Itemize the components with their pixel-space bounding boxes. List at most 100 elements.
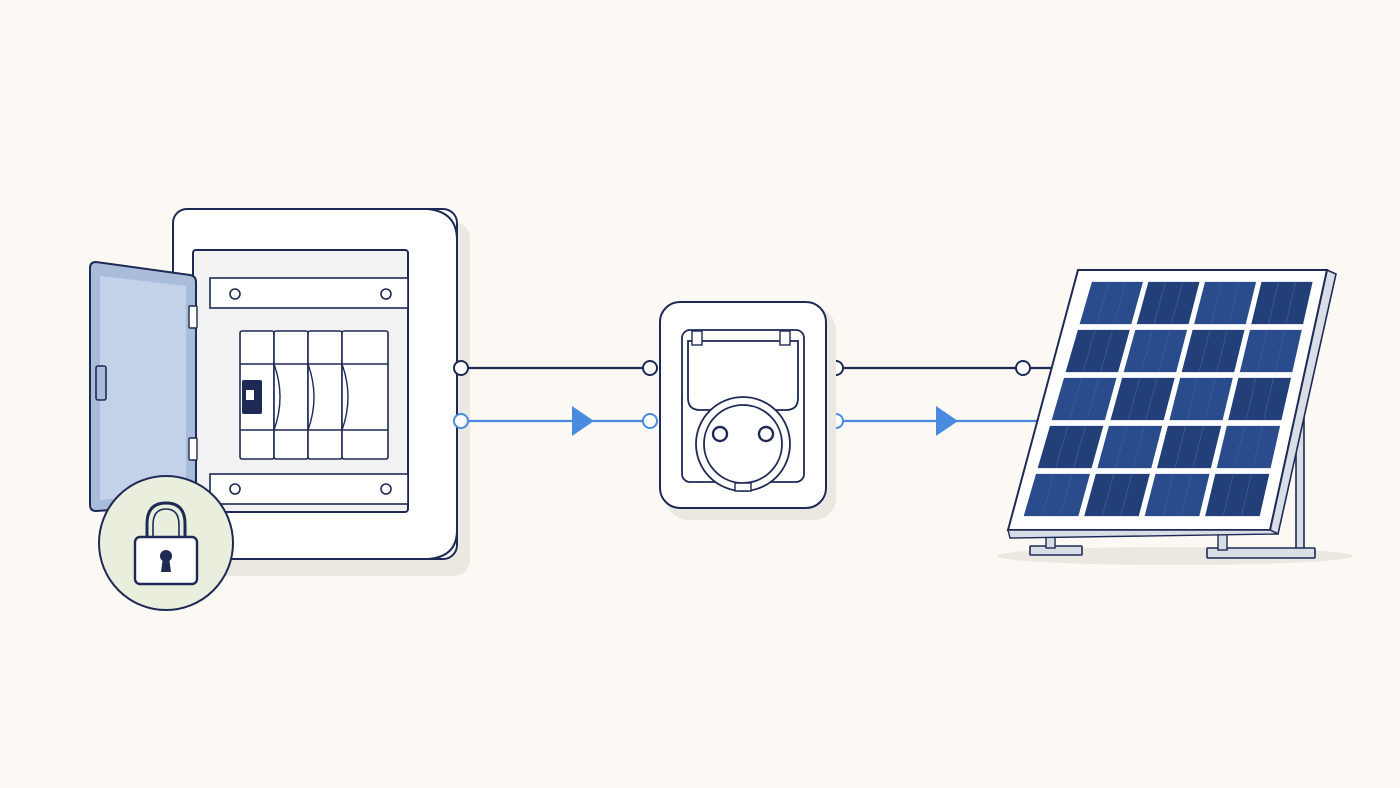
solar-cell-line [1180, 473, 1192, 517]
door-hinge-top [188, 305, 198, 329]
solar-cells [1023, 281, 1313, 517]
breaker-box-top-rail [209, 277, 409, 309]
breaker-box-bottom-rail [209, 473, 409, 505]
socket-pin-hole-right [757, 425, 775, 443]
solar-cell [1194, 281, 1257, 325]
solar-cell-line [1222, 473, 1234, 517]
solar-cell-line [1041, 473, 1055, 517]
socket-lid-clip [691, 330, 703, 346]
breaker-module [273, 330, 309, 460]
breaker-module [341, 330, 389, 460]
solar-cell-line [1082, 329, 1096, 373]
padlock-shackle-inner [152, 508, 180, 537]
breaker-module-curves [273, 363, 349, 431]
socket-lid[interactable] [687, 340, 799, 411]
solar-cell-line [1268, 281, 1279, 325]
screw-bottom-left [229, 483, 241, 495]
solar-cell-line [1252, 425, 1263, 469]
schuko-socket-icon [659, 301, 836, 520]
padlock-shackle [145, 501, 187, 537]
wire-node [1015, 360, 1031, 376]
solar-cell-line [1120, 473, 1133, 517]
solar-cell [1079, 281, 1143, 325]
padlock-badge [98, 475, 234, 611]
solar-cell-line [1204, 377, 1216, 421]
power-flow-lines [466, 406, 1040, 436]
socket-outlet [703, 404, 783, 484]
triangle-arrow-icon [936, 406, 958, 436]
solar-cell-line [1100, 329, 1113, 373]
solar-cell-line [1086, 377, 1100, 421]
solar-cell-line [1198, 329, 1211, 373]
solar-cell [1228, 377, 1291, 421]
breaker-modules [239, 330, 389, 460]
triangle-arrow-icon [572, 406, 594, 436]
solar-cell-line [1069, 377, 1082, 421]
solar-cell [1136, 281, 1200, 325]
solar-cell-line [1127, 377, 1141, 421]
solar-cell-line [1210, 281, 1223, 325]
door-handle[interactable] [95, 365, 107, 401]
solar-stand-foot-front [1029, 545, 1083, 556]
breaker-box-side [427, 208, 458, 560]
solar-stand-foot-back [1206, 547, 1316, 559]
solar-cell-line [1174, 425, 1187, 469]
solar-cell-line [1073, 425, 1086, 469]
solar-cell-line [1228, 281, 1240, 325]
solar-cell-line [1263, 377, 1274, 421]
solar-cell-line [1186, 377, 1199, 421]
solar-cell-line [1241, 473, 1252, 517]
solar-cell-line [1285, 281, 1296, 325]
solar-cell [1205, 473, 1270, 517]
solar-cell-line [1245, 377, 1257, 421]
solar-cell-line [1153, 281, 1166, 325]
socket-lid-clip [779, 330, 791, 346]
solar-cell-line [1055, 425, 1069, 469]
solar-cell-line [1114, 425, 1128, 469]
solar-cell-line [1162, 473, 1174, 517]
solar-cell-line [1059, 473, 1073, 517]
solar-cell [1157, 425, 1222, 469]
solar-cell-line [1113, 281, 1127, 325]
screw-top-left [229, 288, 241, 300]
socket-pin-hole-left [711, 425, 729, 443]
screw-top-right [380, 288, 392, 300]
solar-cell [1065, 329, 1130, 373]
solar-cell-line [1096, 281, 1110, 325]
solar-cell-line [1234, 425, 1245, 469]
solar-frame-bottom-edge [1007, 529, 1279, 539]
breaker-box-door[interactable] [89, 260, 198, 513]
flow-node [453, 413, 469, 429]
solar-cell [1239, 329, 1302, 373]
solar-cell-line [1158, 329, 1171, 373]
connector-nodes [453, 360, 1031, 429]
solar-cell [1097, 425, 1163, 469]
solar-cell [1123, 329, 1188, 373]
solar-cell-line [1170, 281, 1183, 325]
solar-cell [1110, 377, 1175, 421]
screw-bottom-right [380, 483, 392, 495]
solar-cell [1084, 473, 1150, 517]
solar-cell-line [1132, 425, 1145, 469]
wire-node [642, 360, 658, 376]
solar-cell-line [1140, 329, 1153, 373]
solar-cell [1216, 425, 1281, 469]
solar-cell [1181, 329, 1245, 373]
solar-cell-line [1102, 473, 1115, 517]
socket-ground-clip [734, 482, 752, 492]
padlock-icon [133, 501, 199, 586]
door-inner-panel [100, 276, 186, 500]
breaker-module [307, 330, 343, 460]
solar-cell [1251, 281, 1313, 325]
solar-cell [1037, 425, 1104, 469]
solar-cell-line [1216, 329, 1228, 373]
solar-cell [1051, 377, 1117, 421]
solar-cell-line [1192, 425, 1204, 469]
breaker-module-band [240, 363, 388, 431]
breaker-toggle-notch [246, 390, 254, 400]
solar-cell [1023, 473, 1090, 517]
wire-node [453, 360, 469, 376]
solar-cell-line [1274, 329, 1285, 373]
